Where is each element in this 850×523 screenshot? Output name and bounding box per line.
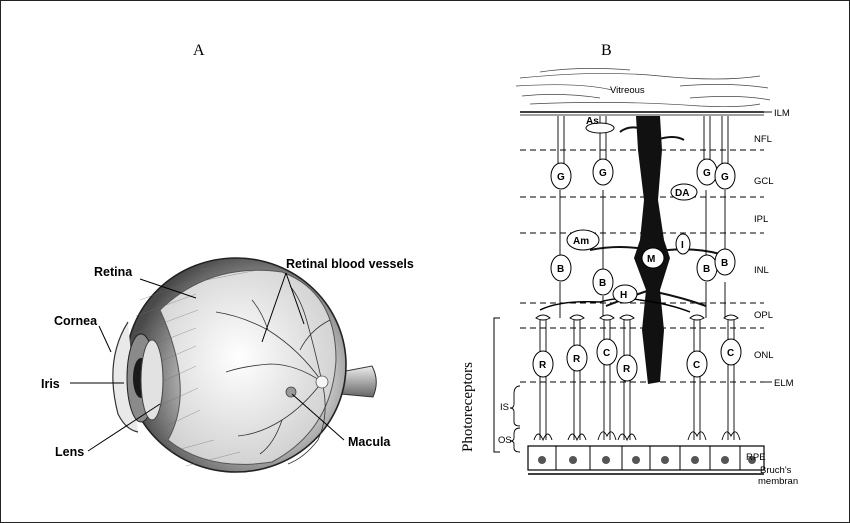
- layer-label-onl: ONL: [754, 350, 774, 361]
- iris-label: Iris: [41, 377, 60, 391]
- bipolar-label-2: B: [599, 278, 606, 289]
- bipolar-label-1: B: [557, 264, 564, 275]
- displaced-amacrine-label: DA: [675, 188, 689, 199]
- ganglion-label-1: G: [557, 172, 565, 183]
- photoreceptor-terminals: [535, 314, 739, 321]
- photoreceptors-label: Photoreceptors: [460, 362, 476, 452]
- bipolar-label-3: B: [703, 264, 710, 275]
- eye-illustration: [112, 257, 377, 473]
- interplexiform-body: [675, 233, 691, 255]
- bipolar-cells: [550, 248, 736, 296]
- panel-a-leaders: [70, 272, 345, 452]
- inner-segment-label: IS: [500, 402, 509, 413]
- amacrine-label: Am: [573, 236, 589, 247]
- cone-label-1: C: [603, 348, 610, 359]
- rpe-cells: [527, 445, 765, 471]
- layer-label-opl: OPL: [754, 310, 773, 321]
- amacrine-body: [566, 229, 600, 251]
- vitreous-label: Vitreous: [610, 85, 645, 96]
- displaced-amacrine-body: [670, 183, 698, 201]
- ganglion-cells: [550, 158, 736, 190]
- bruchs-label-line1: Bruch's: [760, 465, 792, 476]
- inner-segment-brace: [509, 385, 521, 427]
- outer-segment-brace: [509, 427, 521, 453]
- ganglion-label-4: G: [721, 172, 729, 183]
- cornea-label: Cornea: [54, 314, 98, 328]
- layer-label-ilm: ILM: [774, 108, 790, 119]
- layer-label-nfl: NFL: [754, 134, 772, 145]
- bruchs-label-line2: membran: [758, 476, 798, 487]
- ganglion-label-2: G: [599, 168, 607, 179]
- photoreceptors-bracket: [493, 317, 500, 453]
- outer-segments: [533, 431, 741, 442]
- bipolar-label-4: B: [721, 258, 728, 269]
- interplexiform-label: I: [681, 240, 684, 251]
- astrocyte-label: As: [586, 116, 599, 127]
- astrocyte-body: [585, 122, 615, 134]
- horizontal-cell-body: [612, 284, 638, 304]
- layer-label-ticks: [764, 111, 772, 383]
- rod-nuclei: [532, 344, 638, 382]
- ganglion-label-3: G: [703, 168, 711, 179]
- macula-label: Macula: [348, 435, 391, 449]
- layer-label-inl: INL: [754, 265, 769, 276]
- retinal-blood-vessels-label: Retinal blood vessels: [286, 257, 414, 271]
- cone-label-2: C: [693, 360, 700, 371]
- panel-a-label: A: [193, 42, 205, 59]
- muller-label: M: [647, 254, 655, 265]
- outer-segment-label: OS: [498, 435, 512, 446]
- rod-label-2: R: [573, 354, 581, 365]
- cone-label-3: C: [727, 348, 734, 359]
- cone-nuclei: [596, 338, 742, 378]
- layer-label-elm: ELM: [774, 378, 794, 389]
- horizontal-label: H: [620, 290, 627, 301]
- layer-label-rpe: RPE: [746, 452, 766, 463]
- muller-nucleus: [641, 247, 665, 269]
- rod-label-1: R: [539, 360, 547, 371]
- vitreous-fibers: [515, 68, 771, 108]
- retina-label: Retina: [94, 265, 133, 279]
- layer-label-ipl: IPL: [754, 214, 768, 225]
- panel-b-label: B: [601, 42, 612, 59]
- lens-label: Lens: [55, 445, 84, 459]
- layer-label-gcl: GCL: [754, 176, 774, 187]
- rod-label-3: R: [623, 364, 631, 375]
